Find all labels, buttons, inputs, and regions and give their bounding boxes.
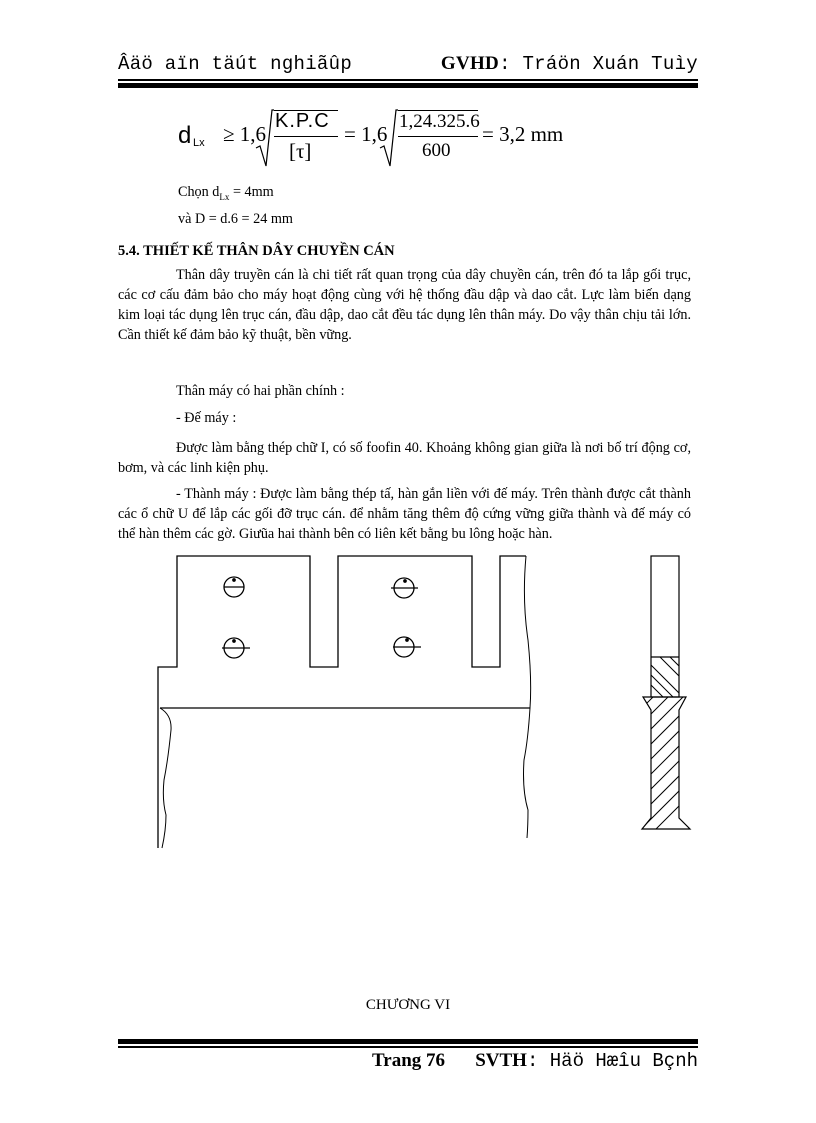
formula-eq1: = 1,6: [344, 122, 388, 146]
advisor-name: : Tráön Xuán Tuìy: [499, 53, 698, 75]
frac1-bar: [274, 136, 338, 137]
paragraph-1: Thân dây truyền cán là chi tiết rất quan…: [118, 267, 691, 343]
frac1-denominator: [τ]: [289, 139, 312, 163]
front-view: [157, 555, 532, 849]
footer-rule-thick: [118, 1039, 698, 1044]
advisor-label: GVHD: [440, 53, 500, 74]
bolt-hole-icon: [391, 577, 418, 599]
header-advisor: GVHD: Tráön Xuán Tuìy: [441, 53, 698, 75]
choice-line-1: Chọn dLx = 4mm: [178, 182, 274, 207]
footer-rule-thin: [118, 1046, 698, 1048]
frac2-bar: [398, 136, 478, 137]
formula-lhs: d: [178, 122, 192, 149]
frac2-numerator: 1,24.325.6: [399, 111, 480, 132]
section-heading: 5.4. THIẾT KẾ THÂN DÂY CHUYỀN CÁN: [118, 243, 395, 259]
student-name: : Häö Hæîu Bçnh: [526, 1050, 698, 1072]
formula-result: = 3,2 mm: [482, 122, 564, 146]
footer-page: Trang 76: [372, 1050, 445, 1072]
paragraph-3: - Đế máy :: [176, 410, 237, 426]
bolt-hole-icon: [223, 576, 245, 598]
formula-lhs-sub: Lx: [193, 137, 205, 149]
sqrt-icon: [379, 109, 398, 167]
frac1-numerator: K.P.C: [275, 110, 330, 132]
paragraph-4: Được làm bằng thép chữ I, có số foofin 4…: [118, 440, 691, 476]
choice-line-2: và D = d.6 = 24 mm: [178, 211, 293, 227]
chapter-title: CHƯƠNG VI: [365, 997, 451, 1013]
sqrt-bar-1: [274, 110, 338, 111]
paragraph-5: - Thành máy : Được làm bằng thép tấ, hàn…: [118, 486, 691, 542]
page-number: 76: [426, 1050, 446, 1071]
paragraph-2: Thân máy có hai phần chính :: [176, 383, 345, 399]
side-section-view: [640, 555, 692, 830]
student-label: SVTH: [475, 1050, 527, 1071]
formula-bolt-diameter: d Lx ≥ 1,6 K.P.C [τ] = 1,6 1,24.325.6 60…: [178, 104, 598, 174]
sqrt-bar-2: [398, 110, 478, 111]
bolt-hole-icon: [393, 636, 421, 658]
footer-student: SVTH: Häö Hæîu Bçnh: [475, 1050, 698, 1072]
choice-sub: Lx: [219, 191, 230, 202]
header-rule-thin: [118, 79, 698, 81]
header-thesis-title: Âäö aïn täút nghiãûp: [118, 53, 353, 75]
header-rule-thick: [118, 83, 698, 88]
formula-op: ≥ 1,6: [223, 122, 267, 146]
frac2-denominator: 600: [422, 140, 451, 161]
page-label: Trang: [372, 1050, 422, 1071]
sqrt-icon: [255, 109, 274, 167]
bolt-hole-icon: [222, 637, 250, 659]
choice-value: = 4mm: [229, 184, 274, 200]
choice-text: Chọn d: [178, 184, 220, 200]
